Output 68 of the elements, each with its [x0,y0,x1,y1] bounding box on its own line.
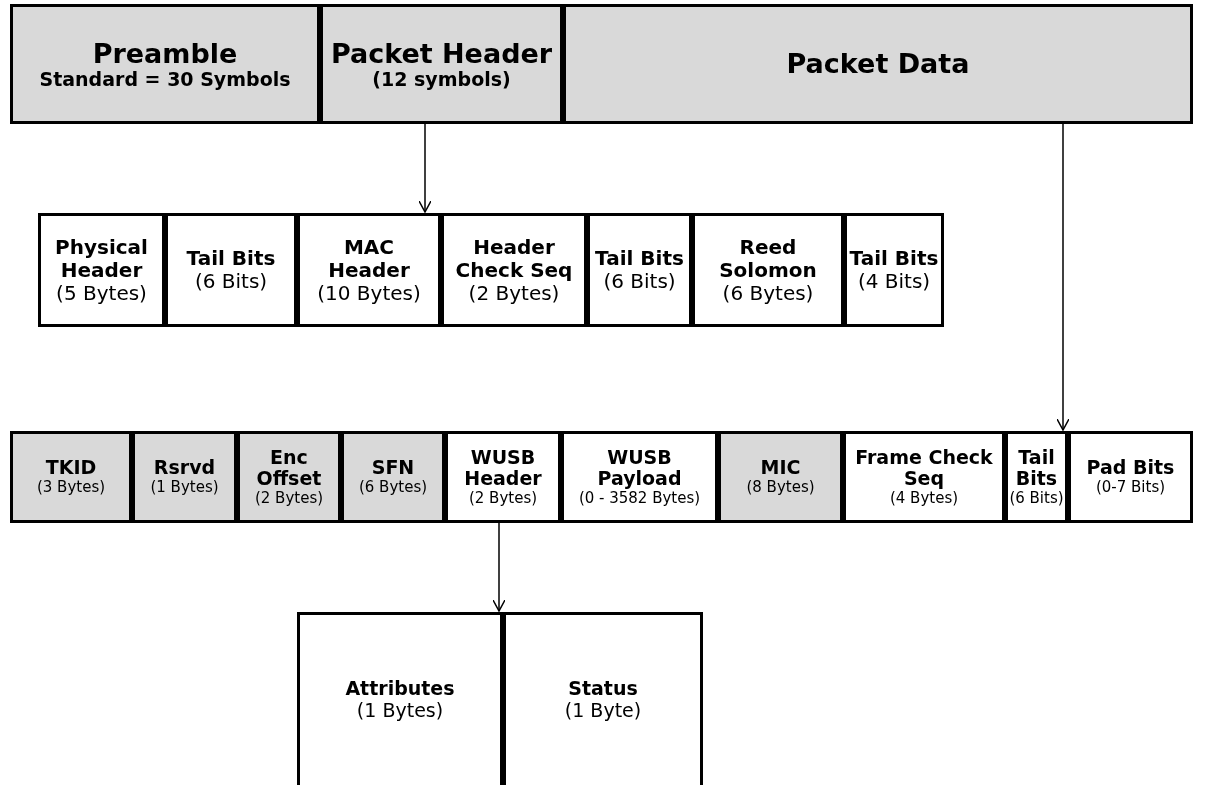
field-name: Physical Header [54,235,149,282]
field-name: Tail Bits [1014,446,1059,491]
field-name: Rsrvd [153,457,216,480]
packet-field-box [297,213,441,327]
packet-field-box [10,4,320,124]
field-size: Standard = 30 Symbols [39,68,291,91]
packet-field-box [587,213,692,327]
field-size: (2 Bytes) [254,490,324,508]
packet-field-box [844,213,944,327]
field-name: MIC [760,457,801,480]
packet-field-box [237,431,341,523]
packet-field-box [341,431,445,523]
packet-field-box [1068,431,1193,523]
field-name: WUSB Header [463,446,543,491]
arrow [492,522,506,612]
field-size: (10 Bytes) [317,281,421,305]
field-size: (1 Byte) [564,700,642,722]
packet-field-box [692,213,844,327]
field-name: MAC Header [327,235,411,282]
packet-field-box [503,612,703,785]
field-size: (2 Bytes) [468,490,538,508]
field-name: Attributes [345,678,455,700]
field-size: (6 Bytes) [722,281,814,305]
field-name: Preamble [92,37,238,69]
packet-field-box [718,431,843,523]
field-name: Enc Offset [255,446,323,491]
packet-field-box [445,431,561,523]
field-name: Header Check Seq [454,235,574,282]
field-name: Packet Data [786,48,970,80]
field-size: (6 Bytes) [358,479,428,497]
packet-field-box [165,213,297,327]
field-size: (6 Bits) [1009,490,1064,508]
packet-field-box [563,4,1193,124]
arrow [1056,123,1070,431]
packet-field-box [561,431,718,523]
field-size: (4 Bits) [857,270,931,293]
field-name: WUSB Payload [596,446,683,491]
field-size: (12 symbols) [372,68,511,91]
packet-field-box [843,431,1005,523]
field-size: (4 Bytes) [889,490,959,508]
field-size: (3 Bytes) [36,479,106,497]
field-size: (0 - 3582 Bytes) [578,490,701,508]
packet-field-box [10,431,132,523]
field-name: Pad Bits [1086,457,1175,480]
packet-field-box [38,213,165,327]
field-size: (1 Bytes) [150,479,219,497]
field-size: (2 Bytes) [468,281,560,305]
field-name: Reed Solomon [718,235,818,282]
packet-field-box [1005,431,1068,523]
field-size: (5 Bytes) [56,281,147,305]
field-size: (0-7 Bits) [1095,479,1166,497]
field-name: Frame Check Seq [854,446,994,491]
packet-field-box [441,213,587,327]
packet-field-box [297,612,503,785]
arrow [418,123,432,213]
field-name: Tail Bits [849,247,939,270]
field-name: Status [568,678,638,700]
field-name: Packet Header [330,37,553,69]
field-size: (8 Bytes) [746,479,815,497]
field-name: Tail Bits [186,247,276,270]
field-name: Tail Bits [595,247,684,270]
packet-field-box [132,431,237,523]
field-size: (6 Bits) [194,270,268,293]
field-size: (1 Bytes) [356,700,444,722]
field-size: (6 Bits) [603,270,676,293]
field-name: TKID [45,457,97,480]
field-name: SFN [371,457,415,480]
packet-field-box [320,4,563,124]
